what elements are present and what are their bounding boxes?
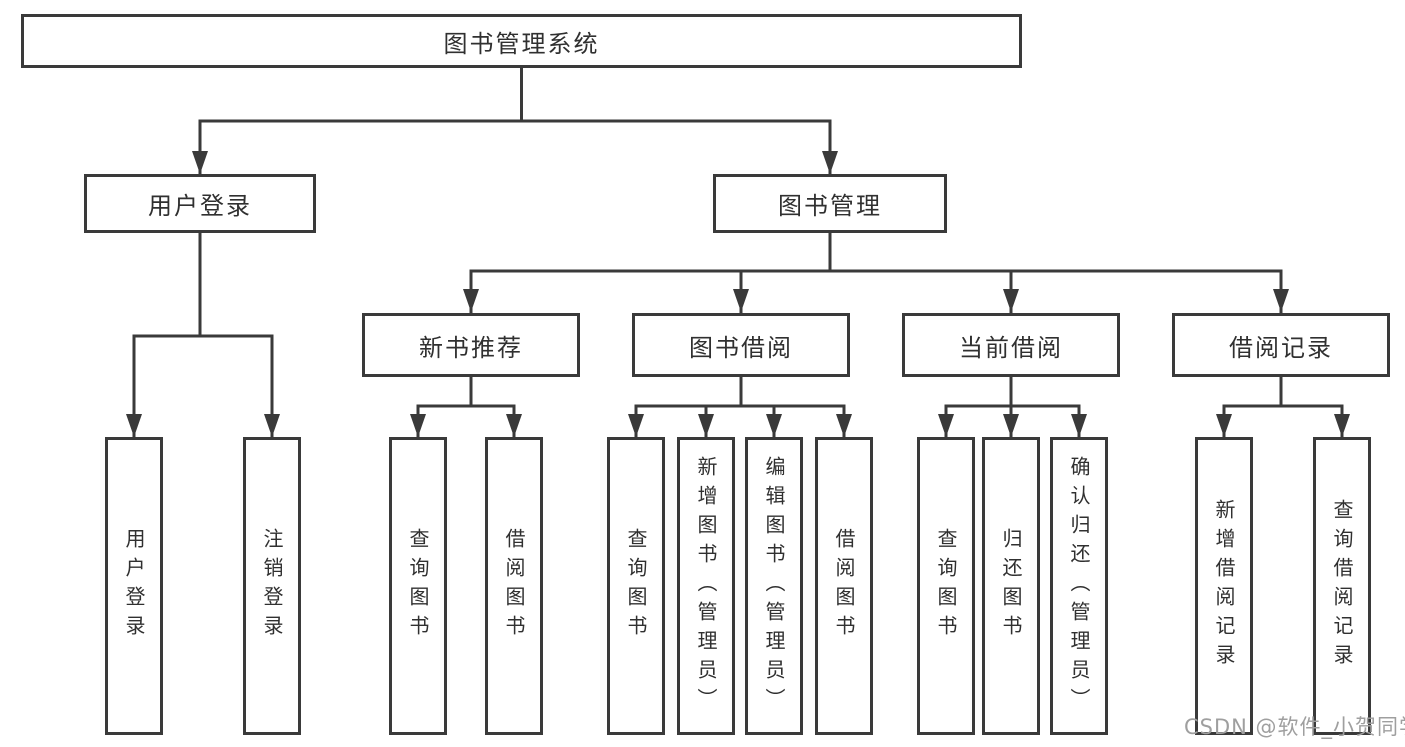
arrow-down-icon — [264, 414, 280, 437]
arrow-down-icon — [192, 151, 208, 174]
connector-lines — [132, 68, 1344, 437]
leaf-add-borrow-record-label: 新增借阅记录 — [1212, 499, 1236, 673]
arrow-down-icon — [1003, 414, 1019, 437]
node-current-borrowing: 当前借阅 — [902, 313, 1120, 377]
connector-borrow-record-to-leaves — [1222, 377, 1344, 437]
leaf-add-borrow-record: 新增借阅记录 — [1195, 437, 1253, 735]
leaf-confirm-return-admin-label: 确认归还（管理员） — [1067, 455, 1091, 717]
arrow-down-icon — [1071, 414, 1087, 437]
connector-book-mgmt-to-level3 — [469, 233, 1283, 313]
node-root-title: 图书管理系统 — [21, 14, 1022, 68]
arrow-down-icon — [698, 414, 714, 437]
leaf-edit-books-admin-label: 编辑图书（管理员） — [762, 455, 786, 717]
connector-book-borrow-to-leaves — [634, 377, 846, 437]
leaf-recommend-borrow-books: 借阅图书 — [485, 437, 543, 735]
leaf-borrowing-query-books: 查询图书 — [607, 437, 665, 735]
leaf-add-books-admin: 新增图书（管理员） — [677, 437, 735, 735]
arrowheads — [126, 151, 1350, 437]
leaf-edit-books-admin: 编辑图书（管理员） — [745, 437, 803, 735]
leaf-current-query-books: 查询图书 — [917, 437, 975, 735]
leaf-current-query-books-label: 查询图书 — [934, 528, 958, 644]
csdn-watermark: CSDN @软件_小贺同学 — [1184, 715, 1405, 739]
arrow-down-icon — [1216, 414, 1232, 437]
leaf-return-books-label: 归还图书 — [999, 528, 1023, 644]
leaf-add-books-admin-label: 新增图书（管理员） — [694, 455, 718, 717]
node-new-book-recommendation: 新书推荐 — [362, 313, 580, 377]
leaf-borrowing-borrow-books: 借阅图书 — [815, 437, 873, 735]
leaf-logout: 注销登录 — [243, 437, 301, 735]
node-user-login: 用户登录 — [84, 174, 316, 233]
leaf-user-login-label: 用户登录 — [122, 528, 146, 644]
arrow-down-icon — [628, 414, 644, 437]
leaf-return-books: 归还图书 — [982, 437, 1040, 735]
leaf-borrowing-query-books-label: 查询图书 — [624, 528, 648, 644]
connector-new-book-rec-to-leaves — [416, 377, 516, 437]
arrow-down-icon — [822, 151, 838, 174]
connector-root-to-level2 — [198, 68, 832, 175]
arrow-down-icon — [126, 414, 142, 437]
leaf-logout-label: 注销登录 — [260, 528, 284, 644]
arrow-down-icon — [1334, 414, 1350, 437]
node-borrowing-records: 借阅记录 — [1172, 313, 1390, 377]
leaf-user-login: 用户登录 — [105, 437, 163, 735]
arrow-down-icon — [1003, 289, 1019, 312]
node-book-borrowing: 图书借阅 — [632, 313, 850, 377]
arrow-down-icon — [938, 414, 954, 437]
leaf-query-borrow-record-label: 查询借阅记录 — [1330, 499, 1354, 673]
arrow-down-icon — [766, 414, 782, 437]
leaf-recommend-query-books: 查询图书 — [389, 437, 447, 735]
arrow-down-icon — [506, 414, 522, 437]
leaf-recommend-query-books-label: 查询图书 — [406, 528, 430, 644]
arrow-down-icon — [836, 414, 852, 437]
connector-user-login-to-leaves — [132, 233, 274, 437]
leaf-confirm-return-admin: 确认归还（管理员） — [1050, 437, 1108, 735]
arrow-down-icon — [733, 289, 749, 312]
leaf-borrowing-borrow-books-label: 借阅图书 — [832, 528, 856, 644]
arrow-down-icon — [1273, 289, 1289, 312]
arrow-down-icon — [410, 414, 426, 437]
leaf-query-borrow-record: 查询借阅记录 — [1313, 437, 1371, 735]
node-book-management: 图书管理 — [713, 174, 947, 233]
leaf-recommend-borrow-books-label: 借阅图书 — [502, 528, 526, 644]
arrow-down-icon — [463, 289, 479, 312]
